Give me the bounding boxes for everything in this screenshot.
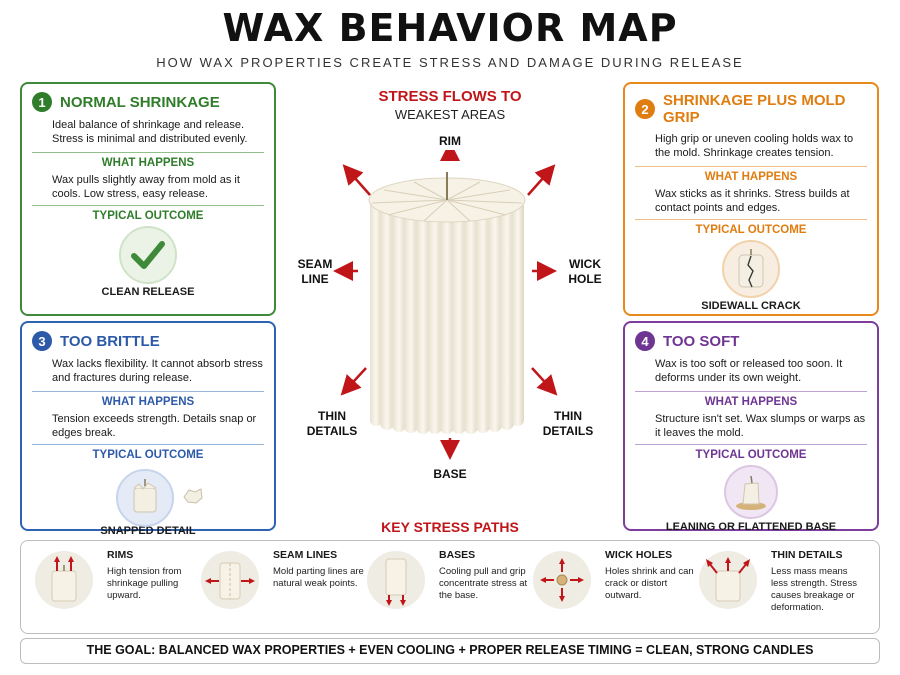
key-stress-paths-title: KEY STRESS PATHS (381, 519, 519, 535)
typical-outcome-heading: TYPICAL OUTCOME (92, 449, 204, 461)
card-number-badge: 2 (635, 99, 655, 119)
key-item-text: High tension from shrinkage pulling upwa… (107, 566, 182, 601)
key-item-text: Mold parting lines are natural weak poin… (273, 566, 364, 589)
card-title: TOO BRITTLE (60, 332, 160, 350)
what-happens-heading: WHAT HAPPENS (704, 396, 798, 408)
card-description: Wax is too soft or released too soon. It… (655, 358, 843, 384)
key-item-text: Holes shrink and can crack or distort ou… (605, 566, 694, 601)
weakest-areas-subheading: WEAKEST AREAS (394, 107, 506, 122)
key-item-heading: RIMS (107, 549, 134, 561)
card-shrinkage-plus-mold-grip: 2 SHRINKAGE PLUS MOLD GRIP High grip or … (623, 82, 879, 316)
page-title: WAX BEHAVIOR MAP (222, 6, 678, 50)
what-happens-text: Structure isn't set. Wax slumps or warps… (655, 413, 866, 439)
divider (32, 444, 264, 445)
key-item-heading: SEAM LINES (273, 549, 338, 561)
checkmark-icon (119, 226, 177, 284)
divider (635, 444, 867, 445)
card-title: TOO SOFT (663, 332, 740, 350)
key-item-text: Cooling pull and grip concentrate stress… (439, 566, 528, 601)
card-number-badge: 1 (32, 92, 52, 112)
typical-outcome-heading: TYPICAL OUTCOME (92, 210, 204, 222)
leaning-candle-icon (724, 465, 778, 519)
divider (635, 391, 867, 392)
key-item-thin-details: THIN DETAILS Less mass means less streng… (699, 549, 874, 629)
stress-arrow-top-right (527, 164, 556, 196)
key-item-text: Less mass means less strength. Stress ca… (771, 566, 858, 613)
what-happens-text: Wax pulls slightly away from mold as it … (52, 174, 240, 200)
card-too-soft: 4 TOO SOFT Wax is too soft or released t… (623, 321, 879, 533)
card-description: Ideal balance of shrinkage and release. … (52, 119, 248, 145)
what-happens-heading: WHAT HAPPENS (101, 157, 195, 169)
seam-stress-icon (201, 551, 259, 609)
key-item-heading: THIN DETAILS (771, 549, 843, 561)
outcome-label: CLEAN RELEASE (101, 286, 195, 298)
stress-arrow-thin-left (340, 367, 367, 396)
key-item-heading: BASES (439, 549, 476, 561)
outcome-label: LEANING OR FLATTENED BASE (665, 521, 837, 533)
card-title: SHRINKAGE PLUS MOLD GRIP (663, 92, 846, 126)
divider (32, 205, 264, 206)
label-thin-details-right: THIN DETAILS (542, 409, 594, 438)
key-item-bases: BASES Cooling pull and grip concentrate … (367, 549, 532, 629)
card-number-badge: 4 (635, 331, 655, 351)
divider (32, 152, 264, 153)
cracked-candle-icon (722, 240, 780, 298)
what-happens-heading: WHAT HAPPENS (704, 171, 798, 183)
key-stress-paths-panel: RIMS High tension from shrinkage pulling… (20, 540, 880, 634)
typical-outcome-heading: TYPICAL OUTCOME (695, 449, 807, 461)
label-seam-line: SEAM LINE (297, 257, 333, 286)
card-title: NORMAL SHRINKAGE (60, 93, 220, 111)
stress-arrow-thin-right (531, 367, 558, 396)
card-description: High grip or uneven cooling holds wax to… (655, 133, 854, 159)
base-stress-icon (367, 551, 425, 609)
label-base: BASE (433, 467, 467, 481)
typical-outcome-heading: TYPICAL OUTCOME (695, 224, 807, 236)
what-happens-heading: WHAT HAPPENS (101, 396, 195, 408)
key-item-rims: RIMS High tension from shrinkage pulling… (35, 549, 200, 629)
stress-arrow-top-left (342, 164, 371, 196)
label-wick-hole: WICK HOLE (568, 257, 602, 286)
what-happens-text: Wax sticks as it shrinks. Stress builds … (655, 188, 850, 214)
divider (32, 391, 264, 392)
thin-detail-stress-icon (699, 551, 757, 609)
divider (635, 166, 867, 167)
rim-stress-icon (35, 551, 93, 609)
stress-flows-heading: STRESS FLOWS TO (378, 88, 522, 105)
key-item-heading: WICK HOLES (605, 549, 673, 561)
key-item-wick-holes: WICK HOLES Holes shrink and can crack or… (533, 549, 698, 629)
snapped-candle-icon (116, 469, 174, 527)
goal-banner: THE GOAL: BALANCED WAX PROPERTIES + EVEN… (20, 638, 880, 664)
outcome-label: SIDEWALL CRACK (701, 300, 801, 312)
key-item-seam-lines: SEAM LINES Mold parting lines are natura… (201, 549, 366, 629)
broken-piece-icon (183, 488, 203, 504)
card-too-brittle: 3 TOO BRITTLE Wax lacks flexibility. It … (20, 321, 276, 537)
what-happens-text: Tension exceeds strength. Details snap o… (52, 413, 257, 439)
card-normal-shrinkage: 1 NORMAL SHRINKAGE Ideal balance of shri… (20, 82, 276, 316)
center-heading: STRESS FLOWS TO WEAKEST AREAS (330, 88, 570, 122)
divider (635, 219, 867, 220)
card-number-badge: 3 (32, 331, 52, 351)
wick-hole-stress-icon (533, 551, 591, 609)
outcome-label: SNAPPED DETAIL (100, 525, 196, 537)
page-subtitle: HOW WAX PROPERTIES CREATE STRESS AND DAM… (156, 55, 744, 70)
candle-illustration (333, 150, 558, 460)
label-thin-details-left: THIN DETAILS (306, 409, 358, 438)
card-description: Wax lacks flexibility. It cannot absorb … (52, 358, 263, 384)
label-rim: RIM (439, 134, 461, 148)
